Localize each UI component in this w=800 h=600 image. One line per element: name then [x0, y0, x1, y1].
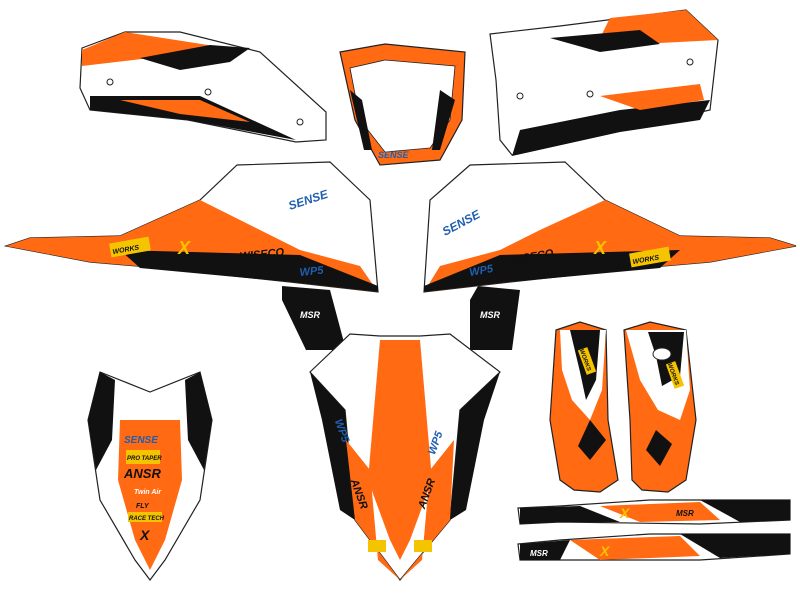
- shroud-left-works: WORKS: [112, 244, 140, 256]
- swingarm-top-msr: MSR: [676, 509, 694, 518]
- shroud-right-works: WORKS: [632, 254, 660, 266]
- rear-fender: SENSE PRO TAPER ANSR Twin Air FLY RACE T…: [87, 371, 213, 581]
- shroud-left-x: X: [177, 238, 191, 258]
- swingarm-bottom-msr: MSR: [530, 549, 548, 558]
- fender-x: X: [139, 527, 151, 543]
- shroud-right-fly: FLY: [739, 253, 758, 266]
- fork-guard-right: WORKS: [623, 321, 697, 493]
- radiator-shroud-right: MSR SENSE WISECO WP5 X WORKS FLY: [423, 161, 797, 350]
- fender-twin-air: Twin Air: [134, 489, 162, 496]
- shroud-right-x: X: [593, 238, 607, 258]
- rear-side-panel-right: [489, 9, 719, 156]
- radiator-shroud-left: MSR SENSE WISECO WP5 X WORKS FLY: [3, 161, 379, 350]
- fender-ansr: ANSR: [123, 466, 161, 481]
- front-number-plate: SENSE: [339, 43, 466, 166]
- fork-guard-left: WORKS: [549, 321, 619, 493]
- fender-race-tech: RACE TECH: [129, 516, 165, 522]
- swingarm-bottom-x: X: [599, 543, 611, 559]
- swingarm-top-x: X: [619, 505, 631, 521]
- rear-side-panel-left: [79, 31, 327, 143]
- shroud-left-fly: FLY: [31, 252, 50, 265]
- shroud-left-msr: MSR: [300, 310, 321, 320]
- shroud-left-wp: WP5: [299, 264, 325, 279]
- fender-pro-taper: PRO TAPER: [127, 456, 162, 462]
- shroud-right-msr: MSR: [480, 310, 501, 320]
- front-fender: WP5 WP5 ANSR ANSR: [309, 333, 501, 581]
- swingarm-decal-top: X MSR: [517, 499, 791, 525]
- plate-sponsor-sense: SENSE: [378, 150, 410, 160]
- fender-sense: SENSE: [124, 435, 158, 446]
- shroud-left-wiseco: WISECO: [239, 246, 285, 263]
- fender-fly: FLY: [136, 503, 150, 510]
- shroud-right-wp: WP5: [468, 263, 494, 279]
- swingarm-decal-bottom: MSR X: [517, 533, 791, 561]
